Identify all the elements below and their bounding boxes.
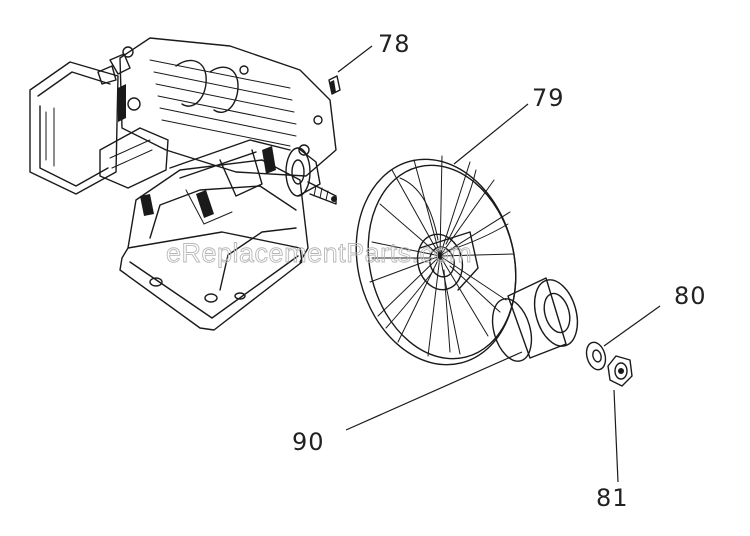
spacer-90: [491, 277, 579, 362]
callout-79: 79: [532, 84, 565, 112]
leader-81: [613, 389, 619, 483]
leader-79: [453, 103, 529, 165]
callout-90: 90: [292, 428, 325, 456]
key-pin-78: [328, 75, 341, 95]
watermark-text: eReplacementParts.com: [166, 238, 472, 268]
leader-78: [337, 45, 373, 73]
callout-81: 81: [596, 484, 629, 512]
leader-80: [603, 305, 661, 347]
leader-90: [345, 351, 523, 431]
nut-81: [607, 355, 633, 387]
engine-assembly: [29, 37, 337, 331]
callout-labels: 78 79 80 81 90: [292, 30, 707, 512]
callout-80: 80: [674, 282, 707, 310]
flywheel-fan-79: [355, 155, 517, 366]
callout-78: 78: [378, 30, 411, 58]
washer-80: [585, 341, 607, 371]
leader-lines: [337, 45, 661, 483]
